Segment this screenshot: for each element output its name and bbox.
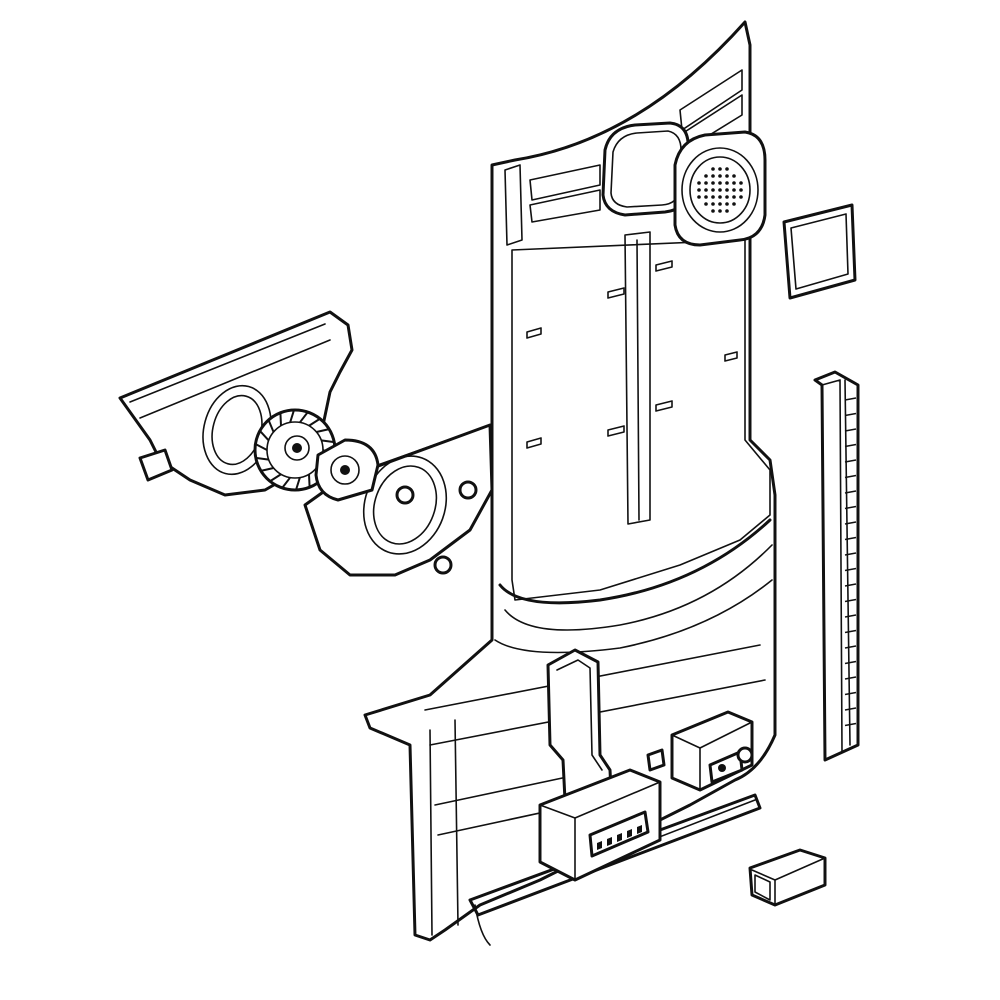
- fan-fin: [254, 443, 268, 451]
- fan-fin: [299, 411, 309, 424]
- grille-hole: [725, 209, 729, 213]
- grille-hole: [711, 188, 715, 192]
- grille-hole: [718, 174, 722, 178]
- speaker-grille: [673, 130, 767, 247]
- strip-rib: [844, 428, 857, 432]
- connector-pins: [597, 824, 642, 850]
- grille-hole: [732, 202, 736, 206]
- grille-hole: [732, 188, 736, 192]
- foam-pad: [782, 203, 857, 300]
- strip-rib: [844, 490, 857, 494]
- strip-rib: [844, 598, 857, 603]
- grille-hole: [718, 209, 722, 213]
- grille-hole: [711, 181, 715, 185]
- fan-fin: [281, 476, 291, 489]
- grille-hole: [704, 188, 708, 192]
- strip-rib: [844, 567, 857, 572]
- grille-hole: [711, 209, 715, 213]
- grille-hole: [725, 181, 729, 185]
- fan-fin: [308, 474, 311, 488]
- grille-hole: [725, 195, 729, 199]
- grille-hole: [697, 195, 701, 199]
- connector-pin: [607, 836, 612, 846]
- grille-hole: [739, 181, 743, 185]
- grille-hole: [704, 195, 708, 199]
- grille-hole: [711, 167, 715, 171]
- strip-rib: [844, 397, 857, 401]
- fan-fin: [267, 419, 275, 433]
- grille-hole: [697, 181, 701, 185]
- grille-hole: [718, 181, 722, 185]
- grille-hole: [711, 174, 715, 178]
- strip-rib: [844, 614, 857, 618]
- grille-hole: [725, 202, 729, 206]
- control-box: [538, 768, 662, 882]
- connector-pin: [627, 828, 632, 838]
- grille-hole: [704, 202, 708, 206]
- grille-hole: [697, 188, 701, 192]
- grille-hole: [718, 195, 722, 199]
- strip-rib: [844, 629, 857, 634]
- strip-rib: [844, 691, 857, 696]
- grille-hole: [739, 195, 743, 199]
- strip-rib: [844, 707, 857, 711]
- grille-hole: [732, 181, 736, 185]
- fan-fin: [260, 467, 274, 472]
- fan-fin: [316, 428, 330, 433]
- switch-module: [646, 710, 754, 792]
- grille-hole: [725, 167, 729, 171]
- grille-holes: [697, 167, 743, 213]
- grille-hole: [711, 195, 715, 199]
- fan-fin: [255, 456, 269, 461]
- strip-rib: [844, 412, 857, 417]
- strip-rib: [844, 552, 857, 556]
- fan-fin: [269, 473, 282, 483]
- grille-hole: [725, 174, 729, 178]
- grille-hole: [739, 188, 743, 192]
- grille-hole: [725, 188, 729, 192]
- fan-fin: [321, 439, 335, 444]
- strip-rib: [844, 443, 857, 448]
- grille-hole: [711, 202, 715, 206]
- grille-hole: [732, 195, 736, 199]
- strip-rib: [844, 474, 857, 479]
- connector-pin: [637, 824, 642, 834]
- strip-rib: [844, 676, 857, 680]
- fan-fin: [279, 412, 282, 426]
- fan-fin: [289, 409, 295, 423]
- grille-hole: [704, 181, 708, 185]
- grille-hole: [732, 174, 736, 178]
- strip-rib: [844, 521, 857, 525]
- strip-ribs: [844, 397, 857, 727]
- fan-fin: [308, 417, 321, 427]
- motor-bracket: [303, 423, 494, 577]
- strip-rib: [844, 645, 857, 649]
- strip-rib: [844, 660, 857, 665]
- fan-fin: [295, 477, 301, 491]
- strip-rib: [844, 459, 857, 463]
- switch-housing: [546, 648, 614, 827]
- grille-hole: [718, 202, 722, 206]
- strip-rib: [844, 722, 857, 727]
- fan-fin: [259, 430, 270, 442]
- strip-rib: [844, 505, 857, 510]
- small-block: [748, 848, 827, 907]
- grille-hole: [718, 167, 722, 171]
- strip-rib: [844, 536, 857, 541]
- connector-pin: [617, 832, 622, 842]
- grille-hole: [704, 174, 708, 178]
- mounting-slots: [526, 260, 738, 449]
- side-strip: [813, 370, 860, 762]
- grille-hole: [718, 188, 722, 192]
- connector-pin: [597, 840, 602, 850]
- strip-rib: [844, 583, 857, 587]
